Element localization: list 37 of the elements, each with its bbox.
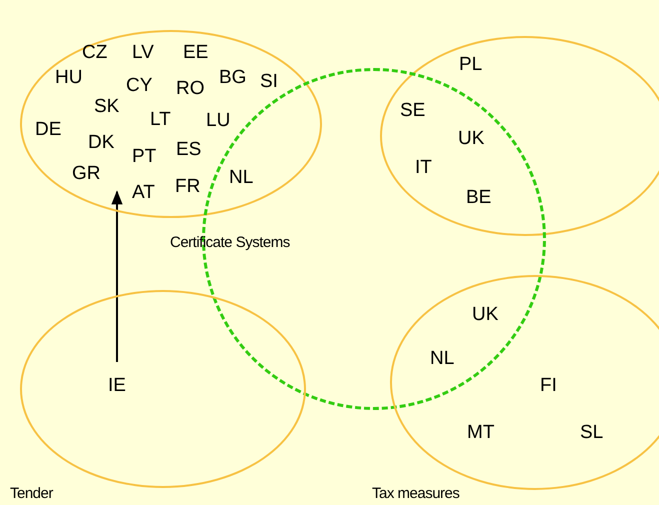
country-code: HU <box>55 68 82 88</box>
country-code: BG <box>219 68 246 88</box>
country-code: SL <box>580 423 604 443</box>
country-code: SI <box>260 72 278 92</box>
group-label: Tender <box>10 486 53 502</box>
country-code: SE <box>400 101 426 121</box>
country-code: BE <box>466 188 492 208</box>
country-code: MT <box>467 423 494 443</box>
country-code: LV <box>132 43 154 63</box>
country-code: SK <box>94 97 120 117</box>
country-code: CY <box>126 76 152 96</box>
country-code: RO <box>176 79 204 99</box>
country-code: PL <box>459 55 482 75</box>
country-code: NL <box>430 349 454 369</box>
country-code: DK <box>88 133 114 153</box>
country-code: PT <box>132 147 156 167</box>
country-code: FI <box>540 376 557 396</box>
country-code: IE <box>108 376 126 396</box>
country-code: EE <box>183 43 208 63</box>
country-code: NL <box>229 168 254 188</box>
country-code: LU <box>206 111 230 131</box>
group-label: Tax measures <box>372 486 460 502</box>
country-code: FR <box>175 177 200 197</box>
country-code: LT <box>150 110 171 130</box>
country-code: DE <box>35 120 62 140</box>
group-ellipse <box>380 36 659 236</box>
group-ellipse <box>20 290 306 488</box>
arrow <box>111 190 123 362</box>
group-label: Certificate Systems <box>170 235 290 251</box>
country-code: ES <box>176 140 202 160</box>
country-code: AT <box>132 183 155 203</box>
group-ellipse <box>20 30 322 218</box>
country-code: IT <box>415 158 432 178</box>
country-code: UK <box>472 305 498 325</box>
country-code: GR <box>72 164 100 184</box>
country-code: CZ <box>82 43 108 63</box>
country-code: UK <box>458 129 484 149</box>
